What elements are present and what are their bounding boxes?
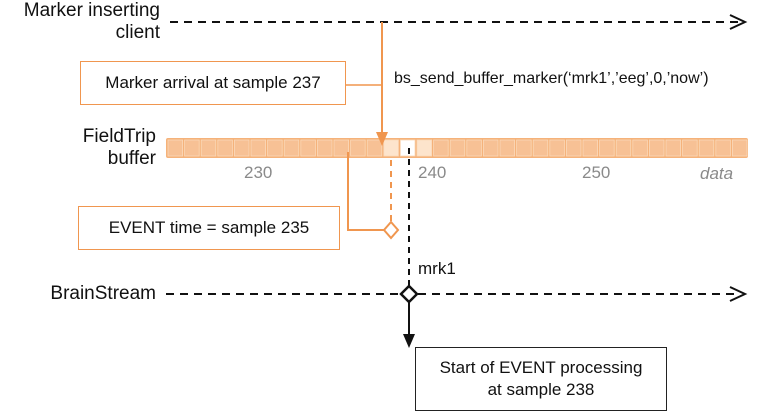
buffer-cell <box>267 139 283 157</box>
buffer-cell <box>665 139 682 157</box>
buffer-cell <box>333 139 350 157</box>
buffer-cell <box>516 139 532 157</box>
buffer-cells <box>167 139 748 157</box>
buffer-cell <box>582 139 599 157</box>
brainstream-timeline-arrowhead <box>729 286 748 302</box>
buffer-cell <box>200 139 217 157</box>
client-lane-label: Marker inserting client <box>0 0 160 44</box>
buffer-cell <box>482 139 499 157</box>
send-marker-command: bs_send_buffer_marker(‘mrk1’,’eeg’,0,’no… <box>394 70 709 87</box>
buffer-cell <box>250 139 267 157</box>
event-time-bracket <box>347 152 391 231</box>
buffer-cell <box>715 139 731 157</box>
buffer-cell <box>217 139 233 157</box>
buffer-cell <box>449 139 466 157</box>
buffer-cell <box>615 139 632 157</box>
data-axis-label: data <box>700 164 734 183</box>
event-time-diamond <box>382 220 400 240</box>
buffer-cell <box>300 139 316 157</box>
buffer-cell <box>350 139 366 157</box>
buffer-lane-label: FieldTrip buffer <box>0 126 156 170</box>
buffer-cell <box>366 139 383 157</box>
buffer-cell <box>632 139 648 157</box>
marker-arrival-arrowhead <box>376 132 388 146</box>
buffer-cell <box>283 139 300 157</box>
buffer-cell <box>682 139 698 157</box>
buffer-cell <box>233 139 250 157</box>
processing-arrowhead <box>403 334 415 348</box>
buffer-cell <box>433 139 449 157</box>
buffer-cell <box>184 139 200 157</box>
buffer-cell <box>316 139 333 157</box>
buffer-cell <box>532 139 549 157</box>
tick-label-250: 250 <box>582 163 611 182</box>
buffer-cell <box>649 139 665 157</box>
tick-label-230: 230 <box>244 163 273 182</box>
buffer-cell <box>383 139 399 157</box>
event-processing-line1: Start of EVENT processing <box>439 358 643 377</box>
buffer-cell <box>399 139 416 157</box>
buffer-cell <box>599 139 615 157</box>
buffer-lane-label-line2: buffer <box>107 148 156 169</box>
buffer-cell <box>566 139 582 157</box>
client-lane-label-line2: client <box>115 22 160 43</box>
event-time-box: EVENT time = sample 235 <box>78 206 340 250</box>
buffer-cell <box>416 139 433 157</box>
client-timeline-arrowhead <box>729 14 748 30</box>
event-processing-box: Start of EVENT processing at sample 238 <box>415 347 667 411</box>
buffer-cell <box>698 139 715 157</box>
marker-arrival-box: Marker arrival at sample 237 <box>80 61 346 105</box>
buffer-cell <box>549 139 565 157</box>
client-lane-label-line1: Marker inserting <box>23 0 160 21</box>
buffer-lane-label-line1: FieldTrip <box>82 126 156 147</box>
brainstream-event-diamond <box>399 284 419 304</box>
buffer-cell <box>167 139 184 157</box>
event-processing-line2: at sample 238 <box>487 380 595 399</box>
buffer-cell <box>466 139 482 157</box>
tick-label-240: 240 <box>418 163 447 182</box>
buffer-cell <box>499 139 516 157</box>
marker-label: mrk1 <box>418 259 456 278</box>
brainstream-lane-label: BrainStream <box>50 283 156 304</box>
buffer-cell <box>732 139 748 157</box>
